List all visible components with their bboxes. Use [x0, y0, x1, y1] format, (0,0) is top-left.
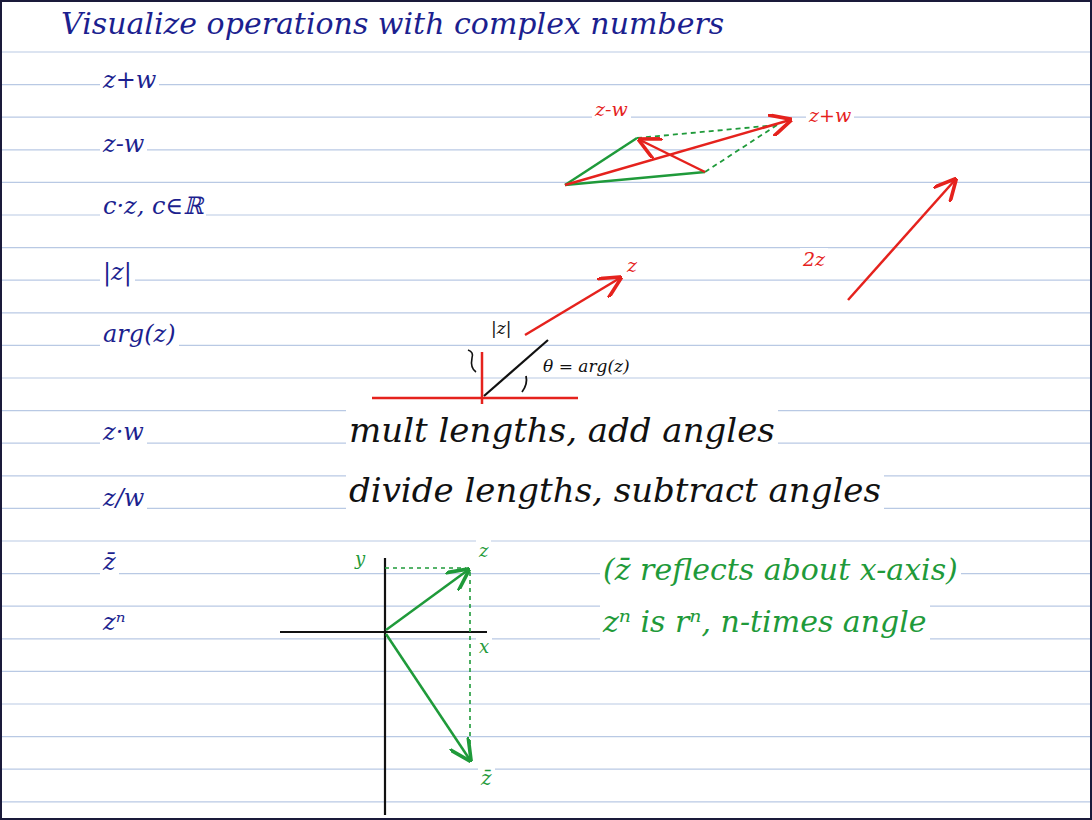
expression: z̄	[100, 548, 119, 577]
ruled-line	[2, 84, 1090, 85]
dashed-side	[637, 125, 777, 138]
ruled-line	[2, 671, 1090, 672]
sum-vector	[565, 120, 790, 185]
angle-label: θ = arg(z)	[540, 356, 633, 376]
z-vector	[565, 138, 637, 185]
expression: arg(z)	[100, 320, 179, 349]
ruled-line	[2, 540, 1090, 541]
vector-label: z+w	[806, 104, 854, 127]
vector-label: 2z	[800, 248, 828, 271]
ruled-line	[2, 312, 1090, 313]
ruled-lines	[2, 52, 1090, 802]
rule-note: divide lengths, subtract angles	[346, 470, 884, 511]
ruled-line	[2, 117, 1090, 118]
ruled-line	[2, 801, 1090, 802]
expression: z+w	[100, 66, 159, 95]
dashed-drop	[385, 567, 466, 569]
modulus-line	[484, 340, 548, 396]
vector-label: z-w	[592, 98, 631, 121]
expression: |z|	[100, 258, 135, 287]
ruled-line	[2, 280, 1090, 281]
scaled-arrow	[848, 180, 955, 300]
vector-label: z	[476, 540, 491, 562]
expression: zⁿ	[100, 608, 128, 637]
expression: z·w	[100, 418, 147, 447]
dashed-drop	[469, 572, 471, 756]
page-title: Visualize operations with complex number…	[58, 6, 727, 42]
conjugate-arrow	[386, 634, 470, 760]
axis-label: y	[352, 548, 368, 570]
rule-note: mult lengths, add angles	[346, 410, 778, 451]
note: zⁿ is rⁿ, n-times angle	[600, 604, 930, 640]
expression: c·z, c∈ℝ	[100, 192, 206, 221]
z-arrow	[525, 278, 620, 335]
ruled-line	[2, 182, 1090, 183]
expression: z/w	[100, 484, 147, 513]
ruled-line	[2, 736, 1090, 737]
x-axis	[280, 631, 487, 633]
ruled-line	[2, 149, 1090, 150]
z-arrow	[386, 570, 468, 630]
x-axis	[372, 397, 578, 400]
note: (z̄ reflects about x-axis)	[600, 552, 961, 588]
dashed-side	[705, 125, 777, 172]
ruled-line	[2, 247, 1090, 248]
expression: z-w	[100, 130, 147, 159]
difference-vector	[640, 140, 705, 172]
brace	[468, 350, 476, 372]
angle-arc	[522, 376, 527, 392]
ruled-line	[2, 377, 1090, 378]
vector-label: z	[624, 254, 640, 277]
y-axis	[481, 352, 484, 404]
modulus-label: |z|	[488, 318, 514, 338]
axis-label: x	[476, 636, 492, 658]
ruled-line	[2, 703, 1090, 704]
ruled-line	[2, 51, 1090, 52]
vector-label: z̄	[478, 766, 495, 790]
y-axis	[384, 558, 386, 815]
ruled-line	[2, 769, 1090, 770]
